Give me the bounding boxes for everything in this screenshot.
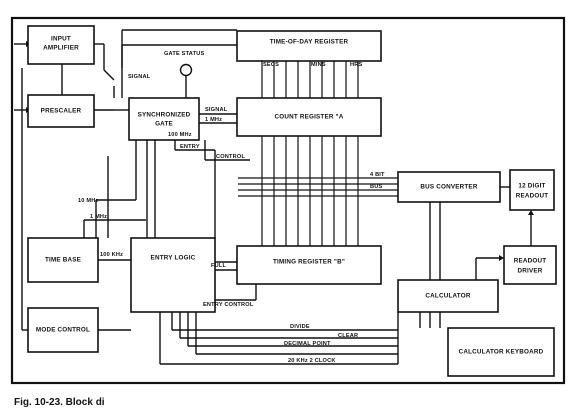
decimal-point-label: DECIMAL POINT <box>284 341 331 347</box>
signal-label-top: SIGNAL <box>128 74 151 80</box>
input-amplifier-label-2: AMPLIFIER <box>43 45 79 52</box>
register-bus-lines <box>238 61 398 246</box>
time-base-block: TIME BASE <box>27 237 99 283</box>
control-label: CONTROL <box>216 154 245 160</box>
time-of-day-register-label: TIME-OF-DAY REGISTER <box>270 39 349 46</box>
input-amplifier-label-1: INPUT <box>51 36 71 43</box>
entry-label: ENTRY <box>180 144 200 150</box>
gate-status-label: GATE STATUS <box>164 51 204 57</box>
diagram-frame <box>10 16 566 385</box>
count-register-a-label: COUNT REGISTER "A <box>274 114 343 121</box>
entry-logic-block: ENTRY LOGIC <box>130 237 216 313</box>
clock-label: 20 KHz 2 CLOCK <box>288 358 336 364</box>
readout-driver-label-1: READOUT <box>514 258 547 265</box>
count-register-a-block: COUNT REGISTER "A <box>236 97 382 137</box>
mode-control-block: MODE CONTROL <box>27 307 99 353</box>
synchronized-gate-label-1: SYNCHRONIZED <box>138 112 191 119</box>
prescaler-block: PRESCALER <box>27 94 95 128</box>
hrs-label: HRS <box>350 62 362 68</box>
readout-12-digit-label-2: READOUT <box>516 193 549 200</box>
figure-caption: Fig. 10-23. Block di <box>14 397 105 408</box>
readout-driver-block: READOUT DRIVER <box>503 245 557 285</box>
synchronized-gate-block: SYNCHRONIZED GATE <box>128 97 200 141</box>
secs-label: SECS <box>263 62 279 68</box>
bus-label: BUS <box>370 184 382 190</box>
readout-12-digit-label-1: 12 DIGIT <box>518 183 545 190</box>
entry-logic-label: ENTRY LOGIC <box>151 255 196 262</box>
hundred-mhz-label: 100 MHz <box>168 132 192 138</box>
full-label: FULL <box>211 263 226 269</box>
hundred-khz-label: 100 KHz <box>100 252 123 258</box>
input-amplifier-block: INPUT AMPLIFIER <box>27 25 95 65</box>
calculator-label: CALCULATOR <box>425 293 470 300</box>
time-base-label: TIME BASE <box>45 257 81 264</box>
prescaler-label: PRESCALER <box>41 108 82 115</box>
readout-12-digit-block: 12 DIGIT READOUT <box>509 169 555 211</box>
ten-mhz-label: 10 MHz <box>78 198 98 204</box>
entry-control-label: ENTRY CONTROL <box>203 302 254 308</box>
connection-wires <box>14 29 534 365</box>
four-bit-label: 4 BIT <box>370 172 385 178</box>
clear-label: CLEAR <box>338 333 358 339</box>
bus-converter-block: BUS CONVERTER <box>397 171 501 203</box>
signal-labels: GATE STATUS SIGNAL SIGNAL 1 MHz 100 MHz … <box>78 51 385 364</box>
calculator-block: CALCULATOR <box>397 279 499 313</box>
signal-label-right: SIGNAL <box>205 107 228 113</box>
one-mhz-label-left: 1 MHz <box>90 214 107 220</box>
mode-control-label: MODE CONTROL <box>36 327 90 334</box>
time-of-day-register-block: TIME-OF-DAY REGISTER <box>236 30 382 62</box>
divide-label: DIVIDE <box>290 324 310 330</box>
mins-label: MINS <box>311 62 326 68</box>
calculator-keyboard-label: CALCULATOR KEYBOARD <box>459 349 544 356</box>
synchronized-gate-label-2: GATE <box>155 121 173 128</box>
readout-driver-label-2: DRIVER <box>518 268 543 275</box>
one-mhz-label-right: 1 MHz <box>205 117 222 123</box>
calculator-keyboard-block: CALCULATOR KEYBOARD <box>447 327 555 377</box>
timing-register-b-block: TIMING REGISTER "B" <box>236 245 382 285</box>
bus-converter-label: BUS CONVERTER <box>420 184 477 191</box>
timing-register-b-label: TIMING REGISTER "B" <box>273 259 345 266</box>
